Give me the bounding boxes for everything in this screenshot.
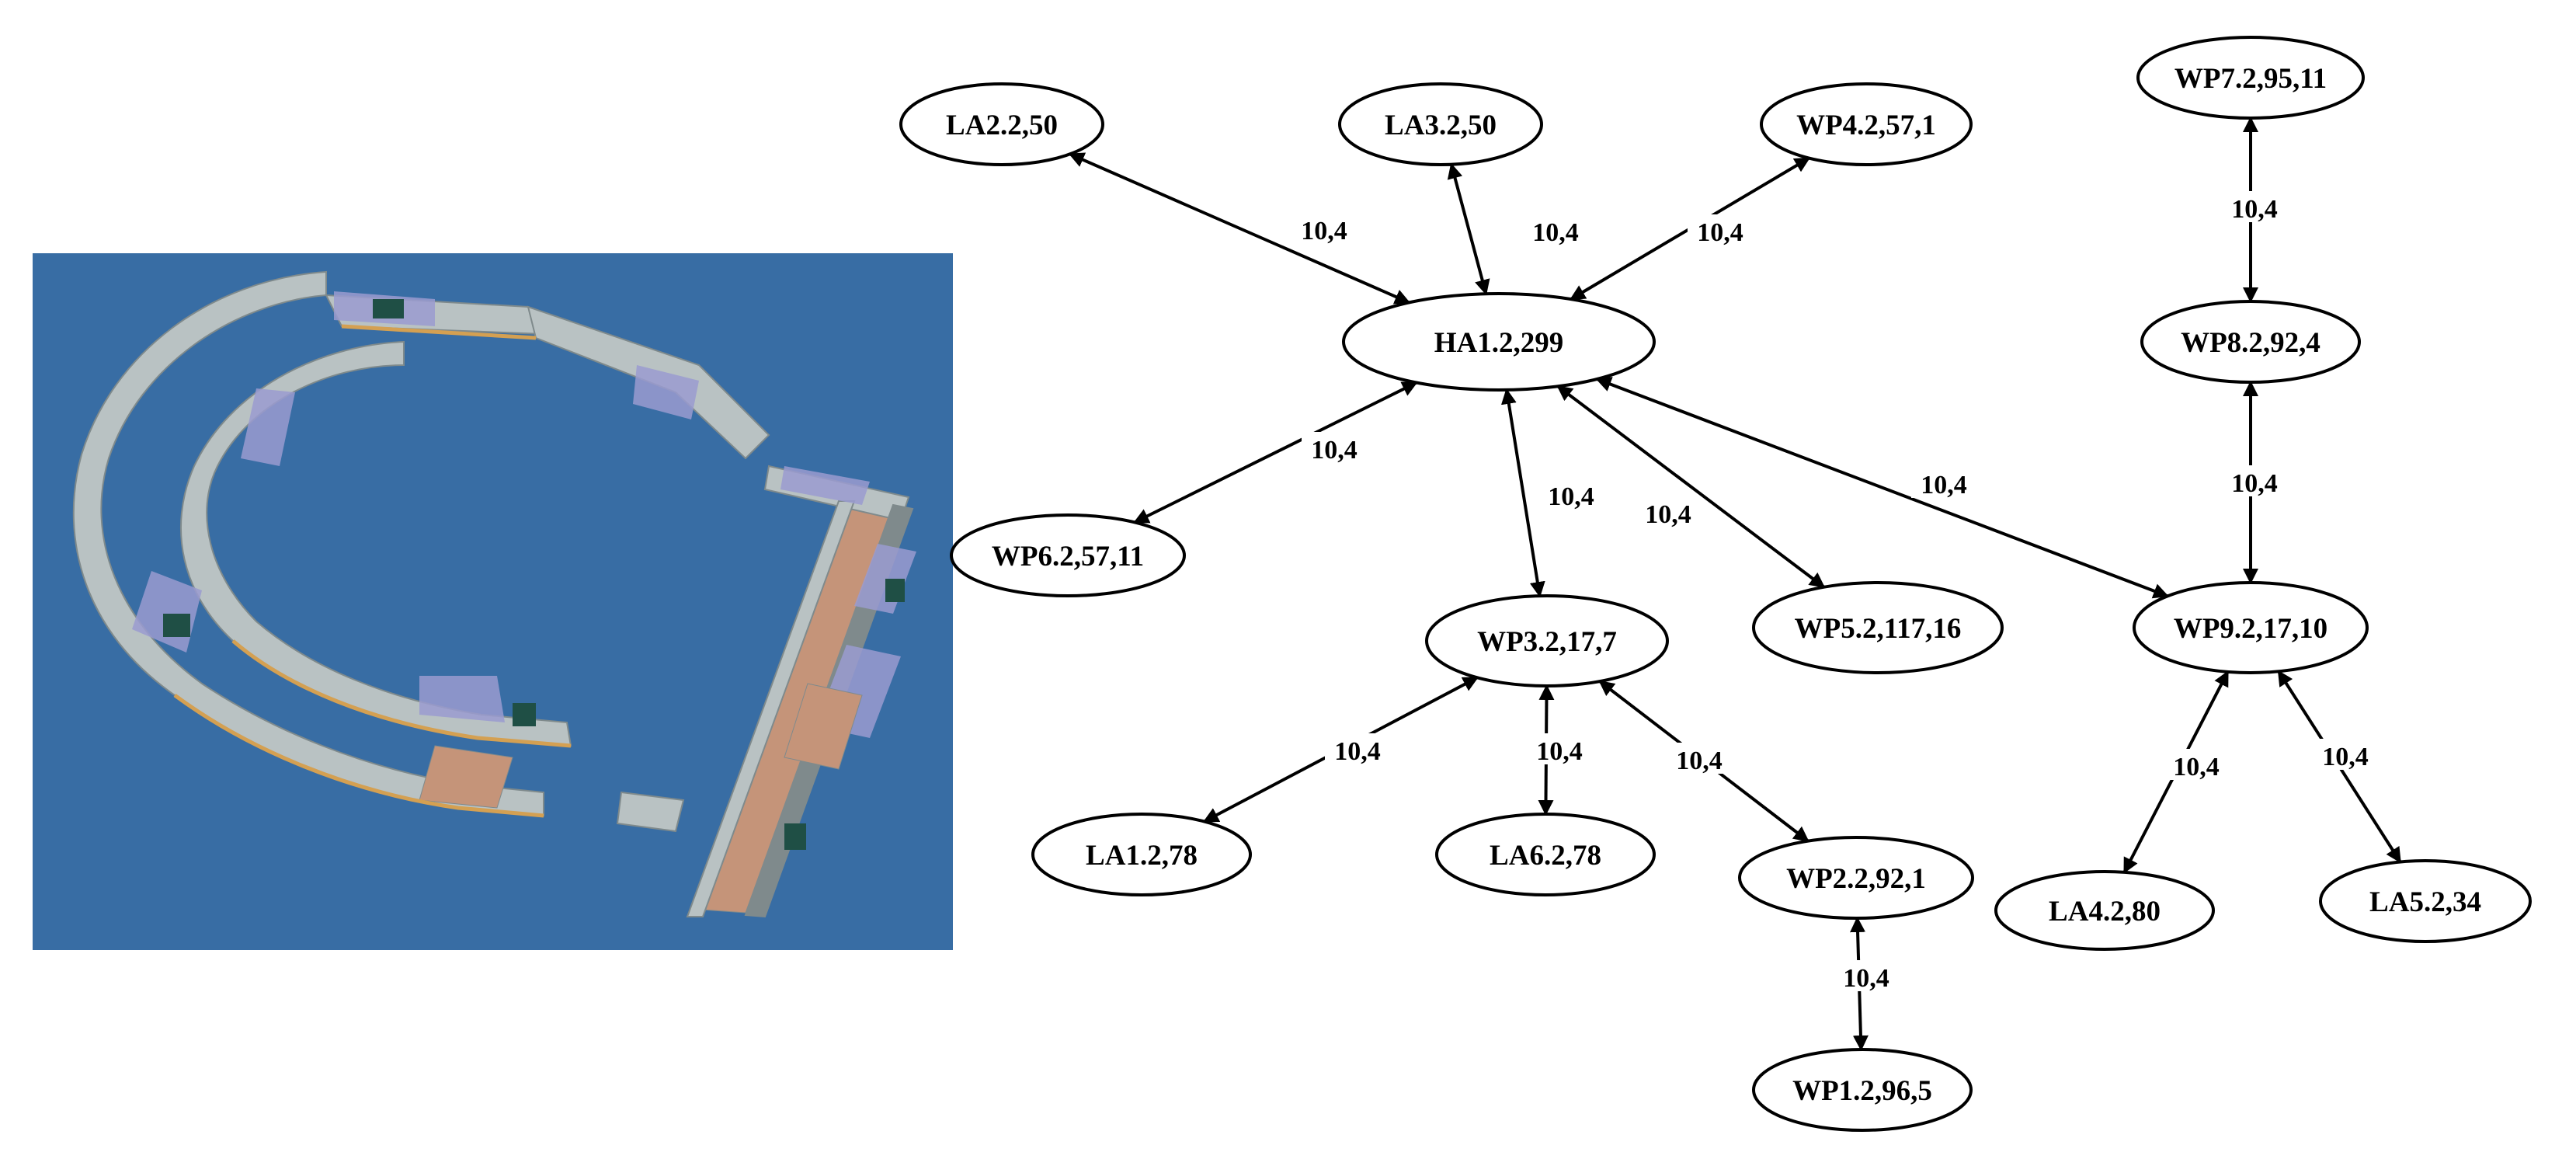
edge-ha1-wp3 bbox=[1500, 388, 1545, 598]
node-la3: LA3.2,50 bbox=[1338, 82, 1543, 166]
node-ellipse bbox=[950, 513, 1186, 597]
node-ellipse bbox=[2136, 36, 2365, 120]
node-label: WP5.2,117,16 bbox=[1795, 613, 1962, 645]
node-wp6: WP6.2,57,11 bbox=[950, 513, 1186, 597]
room bbox=[419, 676, 505, 722]
edge-label-background bbox=[1325, 733, 1390, 764]
node-ellipse bbox=[1994, 870, 2215, 951]
edge-label-background bbox=[1527, 733, 1592, 764]
edge-label: 10,4 bbox=[1301, 217, 1347, 245]
node-ha1: HA1.2,299 bbox=[1342, 292, 1656, 392]
node-ellipse bbox=[2133, 581, 2369, 674]
room bbox=[241, 388, 295, 466]
furniture bbox=[784, 823, 806, 850]
node-wp8: WP8.2,92,4 bbox=[2140, 300, 2361, 384]
furniture bbox=[513, 703, 536, 726]
node-label: HA1.2,299 bbox=[1434, 327, 1564, 359]
room bbox=[633, 365, 699, 419]
edge-label: 10,4 bbox=[1548, 482, 1594, 511]
edge-label-background bbox=[2164, 749, 2229, 780]
node-label: LA2.2,50 bbox=[946, 110, 1058, 141]
wall-trim bbox=[173, 693, 544, 818]
edge-label: 10,4 bbox=[1843, 964, 1889, 993]
edge-label: 10,4 bbox=[1334, 737, 1381, 766]
node-ellipse bbox=[2140, 300, 2361, 384]
edge-label-background bbox=[1291, 213, 1357, 244]
node-ellipse bbox=[1752, 1048, 1973, 1132]
graph-nodes: LA2.2,50 LA3.2,50 WP4.2,57,1 WP7.2,95,11HA1… bbox=[899, 36, 2532, 1132]
node-wp1: WP1.2,96,5 bbox=[1752, 1048, 1973, 1132]
furniture bbox=[885, 579, 905, 602]
edge-label-background bbox=[1911, 467, 1976, 498]
node-la2: LA2.2,50 bbox=[899, 82, 1104, 166]
edge-ha1-wp6 bbox=[1133, 381, 1418, 524]
node-la6: LA6.2,78 bbox=[1435, 813, 1656, 896]
edge-label: 10,4 bbox=[1645, 500, 1691, 529]
edge-label: 10,4 bbox=[2173, 753, 2220, 781]
edge-label-background bbox=[1302, 432, 1367, 463]
node-ellipse bbox=[1760, 82, 1973, 166]
furniture bbox=[373, 299, 404, 318]
room-floor bbox=[419, 745, 513, 809]
node-ellipse bbox=[1425, 594, 1669, 687]
edge-label-background bbox=[1667, 743, 1732, 774]
edge-label: 10,4 bbox=[1921, 471, 1967, 499]
node-ellipse bbox=[2319, 859, 2532, 943]
edge-ha1-la2 bbox=[1068, 152, 1411, 305]
node-la1: LA1.2,78 bbox=[1031, 813, 1252, 896]
furniture bbox=[163, 614, 190, 637]
edge-label-background bbox=[2313, 739, 2378, 770]
node-label: WP7.2,95,11 bbox=[2174, 63, 2327, 95]
edge-label: 10,4 bbox=[2231, 469, 2278, 498]
node-label: WP3.2,17,7 bbox=[1477, 626, 1617, 658]
node-ellipse bbox=[1738, 836, 1974, 920]
floor-plan-3d-render bbox=[33, 253, 953, 950]
node-ellipse bbox=[1752, 581, 2004, 674]
room bbox=[780, 466, 870, 505]
node-ellipse bbox=[1031, 813, 1252, 896]
edge-label-background bbox=[1834, 960, 1899, 991]
edge-ha1-wp9 bbox=[1595, 377, 2169, 599]
node-ellipse bbox=[899, 82, 1104, 166]
node-label: WP4.2,57,1 bbox=[1796, 110, 1936, 141]
room-floor bbox=[784, 683, 863, 770]
node-ellipse bbox=[1435, 813, 1656, 896]
graph-edges: 10,4 10,4 10,4 10,4 10,4 10,4 10,4 10,4 10,4 10,4… bbox=[1068, 117, 2402, 1052]
node-label: WP1.2,96,5 bbox=[1792, 1075, 1932, 1107]
edge-label: 10,4 bbox=[2231, 195, 2278, 224]
node-label: LA4.2,80 bbox=[2049, 896, 2161, 928]
edge-label-background bbox=[2222, 465, 2287, 496]
node-label: WP9.2,17,10 bbox=[2174, 613, 2327, 645]
node-label: WP8.2,92,4 bbox=[2181, 327, 2320, 359]
node-label: LA3.2,50 bbox=[1385, 110, 1497, 141]
node-label: WP2.2,92,1 bbox=[1786, 863, 1926, 895]
edge-label: 10,4 bbox=[1697, 218, 1743, 247]
node-ellipse bbox=[1342, 292, 1656, 392]
wall-trim bbox=[231, 639, 572, 748]
edge-label: 10,4 bbox=[2322, 743, 2369, 771]
node-wp7: WP7.2,95,11 bbox=[2136, 36, 2365, 120]
wall-trim bbox=[341, 324, 537, 340]
node-la5: LA5.2,34 bbox=[2319, 859, 2532, 943]
node-wp3: WP3.2,17,7 bbox=[1425, 594, 1669, 687]
bottom-wall bbox=[616, 791, 685, 833]
node-wp2: WP2.2,92,1 bbox=[1738, 836, 1974, 920]
edge-label: 10,4 bbox=[1532, 218, 1579, 247]
edge-label-background bbox=[2222, 191, 2287, 222]
node-label: LA6.2,78 bbox=[1490, 840, 1601, 872]
node-label: LA1.2,78 bbox=[1086, 840, 1198, 872]
edge-ha1-la3 bbox=[1447, 162, 1490, 296]
edge-label: 10,4 bbox=[1311, 436, 1358, 465]
node-wp5: WP5.2,117,16 bbox=[1752, 581, 2004, 674]
edge-label: 10,4 bbox=[1676, 747, 1723, 775]
node-la4: LA4.2,80 bbox=[1994, 870, 2215, 951]
node-wp9: WP9.2,17,10 bbox=[2133, 581, 2369, 674]
edge-label: 10,4 bbox=[1536, 737, 1583, 766]
node-label: WP6.2,57,11 bbox=[992, 541, 1144, 573]
node-label: LA5.2,34 bbox=[2369, 886, 2481, 918]
node-wp4: WP4.2,57,1 bbox=[1760, 82, 1973, 166]
edge-label-background bbox=[1688, 214, 1753, 245]
node-ellipse bbox=[1338, 82, 1543, 166]
